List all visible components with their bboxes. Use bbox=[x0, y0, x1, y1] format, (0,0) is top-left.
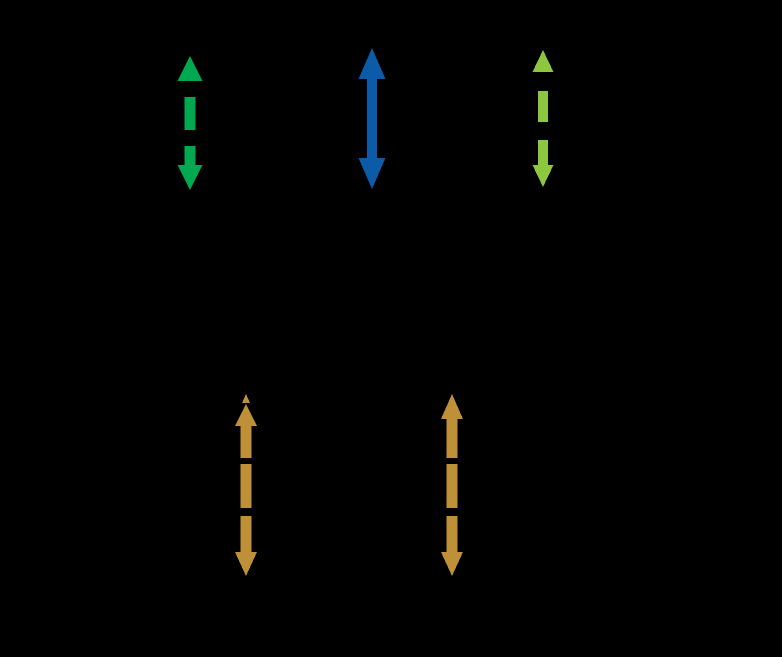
gold-arrow-left-head-down bbox=[235, 552, 257, 576]
gold-arrow-right-head-down bbox=[441, 552, 463, 576]
blue-arrow-head-down bbox=[358, 158, 386, 189]
gold-arrow-right bbox=[441, 394, 463, 576]
light-green-arrow-dash-2 bbox=[538, 140, 548, 165]
gold-arrow-left-dash-1 bbox=[240, 424, 252, 458]
gold-arrow-left-head-up bbox=[235, 404, 257, 426]
light-green-arrow bbox=[532, 50, 554, 187]
light-green-arrow-head-down bbox=[532, 165, 554, 187]
blue-arrow bbox=[358, 48, 386, 189]
blue-arrow-head-up bbox=[358, 48, 386, 79]
gold-arrow-left-dash-2 bbox=[240, 464, 252, 508]
green-arrow bbox=[177, 56, 203, 190]
gold-arrow-right-head-up bbox=[441, 394, 463, 419]
gold-arrow-left-dash-3 bbox=[240, 516, 252, 555]
light-green-arrow-dash-1 bbox=[538, 91, 548, 122]
green-arrow-head-up bbox=[177, 56, 203, 81]
green-arrow-head-down bbox=[177, 165, 203, 190]
gold-arrow-left bbox=[235, 394, 257, 576]
gold-arrow-right-dash-3 bbox=[446, 516, 458, 555]
gold-arrow-left-tip-cap bbox=[242, 394, 250, 403]
green-arrow-dash-1 bbox=[184, 97, 196, 130]
blue-arrow-shaft bbox=[367, 70, 377, 160]
green-arrow-dash-2 bbox=[184, 146, 196, 167]
gold-arrow-right-dash-1 bbox=[446, 414, 458, 458]
light-green-arrow-head-up bbox=[532, 50, 554, 72]
gold-arrow-right-dash-2 bbox=[446, 464, 458, 508]
